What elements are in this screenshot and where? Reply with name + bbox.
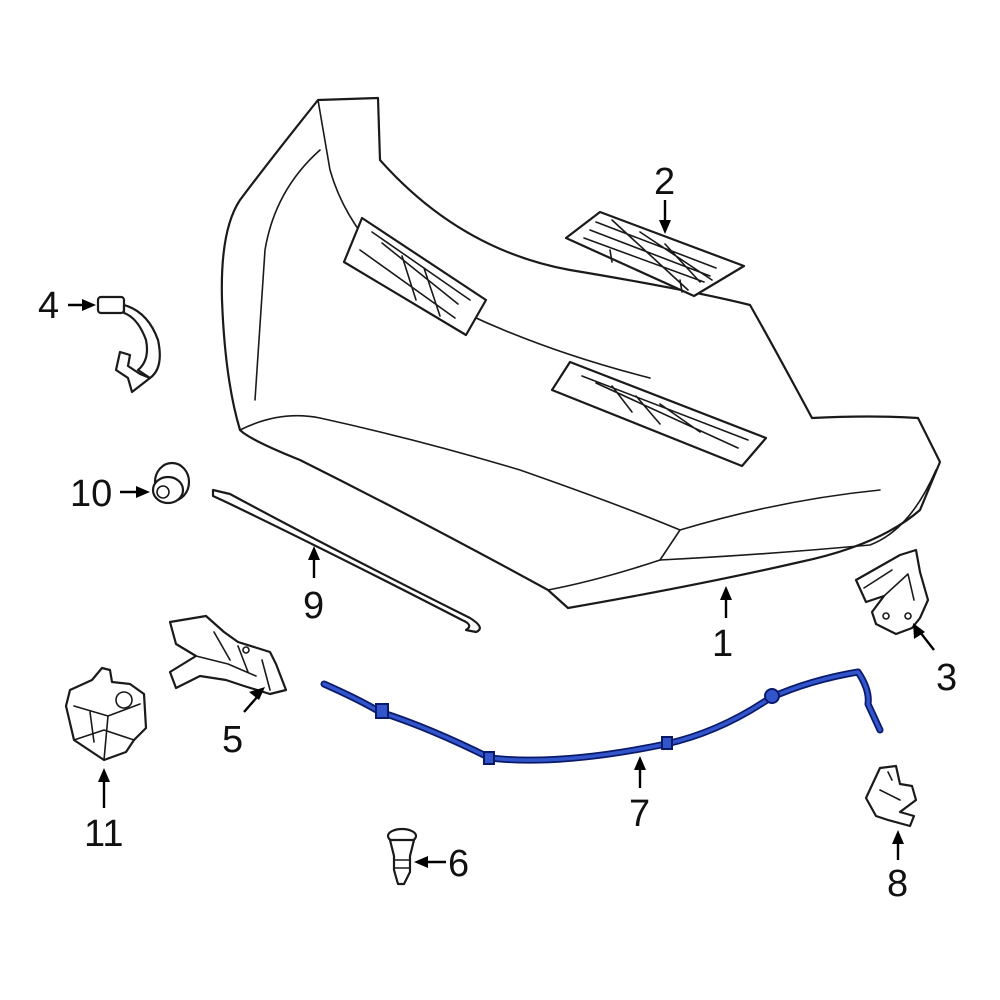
callout-9: 9 bbox=[303, 585, 324, 627]
callout-6: 6 bbox=[448, 843, 469, 885]
hood-latch bbox=[168, 614, 288, 696]
release-cable bbox=[320, 668, 884, 765]
release-handle bbox=[64, 666, 148, 762]
leader-arrows bbox=[68, 200, 935, 868]
callout-10: 10 bbox=[70, 473, 112, 515]
grommet bbox=[151, 461, 191, 505]
vent-grille bbox=[564, 210, 746, 298]
hinge bbox=[854, 548, 930, 636]
wiring-harness bbox=[96, 295, 161, 394]
callout-8: 8 bbox=[887, 863, 908, 905]
callout-11: 11 bbox=[84, 813, 123, 855]
prop-rod bbox=[211, 488, 481, 634]
callout-7: 7 bbox=[629, 793, 650, 835]
callout-1: 1 bbox=[712, 623, 733, 665]
cable-bracket bbox=[864, 764, 918, 828]
callout-4: 4 bbox=[38, 285, 59, 327]
callout-3: 3 bbox=[936, 657, 957, 699]
callout-5: 5 bbox=[222, 719, 243, 761]
hood-panel bbox=[220, 96, 942, 610]
callout-2: 2 bbox=[654, 161, 675, 203]
bumper-stop bbox=[386, 827, 418, 886]
